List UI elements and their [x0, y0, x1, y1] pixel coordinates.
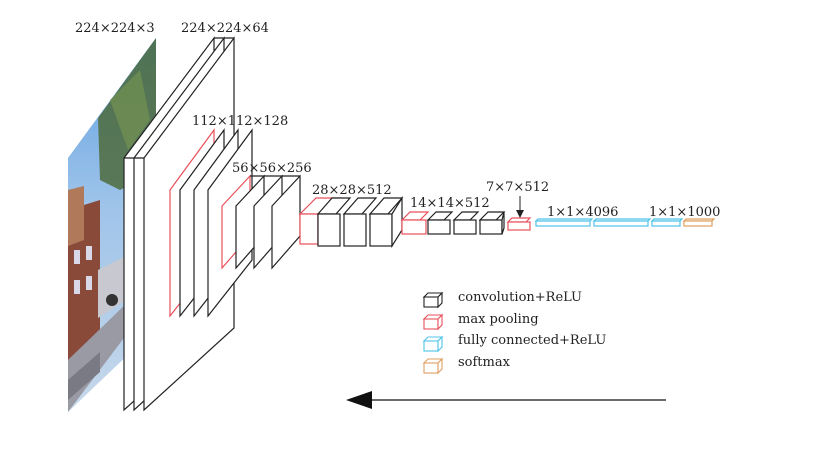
conv3-block: [221, 174, 301, 270]
label-conv3: 56×56×256: [232, 161, 312, 176]
conv5-block: [400, 211, 506, 235]
fc-layers: [534, 218, 684, 227]
label-softmax: 1×1×1000: [649, 205, 720, 220]
legend-item-pool: max pooling: [422, 312, 539, 331]
legend-item-conv: convolution+ReLU: [422, 290, 582, 309]
label-conv2: 112×112×128: [192, 114, 288, 129]
legend-item-fc: fully connected+ReLU: [422, 333, 606, 353]
legend: convolution+ReLU max pooling fully conne…: [422, 290, 606, 375]
legend-label-conv: convolution+ReLU: [458, 290, 582, 305]
legend-label-pool: max pooling: [458, 312, 539, 327]
input-image: [68, 38, 156, 412]
conv4-block: [298, 195, 404, 249]
legend-label-softmax: softmax: [458, 355, 511, 370]
label-pool5: 7×7×512: [486, 180, 549, 195]
label-conv1: 224×224×64: [181, 21, 269, 36]
softmax-layer: [682, 218, 716, 227]
conv1-block: [123, 36, 235, 412]
pool5-block: [506, 217, 532, 231]
legend-item-softmax: softmax: [422, 355, 511, 375]
label-input: 224×224×3: [75, 21, 155, 36]
label-conv5: 14×14×512: [410, 196, 490, 211]
label-fc: 1×1×4096: [547, 205, 618, 220]
direction-arrow: [346, 391, 666, 409]
label-conv4: 28×28×512: [312, 183, 392, 198]
legend-label-fc: fully connected+ReLU: [458, 333, 606, 348]
